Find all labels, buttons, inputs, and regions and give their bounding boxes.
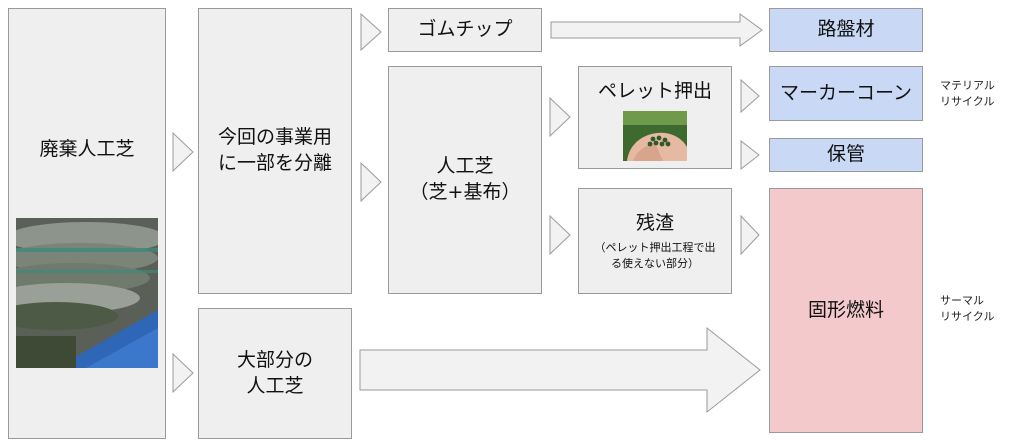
node-rubber-chip-label: ゴムチップ — [417, 18, 513, 41]
node-residue-note: （ペレット押出工程で出 る使えない部分） — [594, 241, 716, 270]
chevron-waste-to-majority — [172, 352, 194, 394]
chevron-pellet-to-storage — [740, 139, 760, 171]
node-partial-separation-label: 今回の事業用 に一部を分離 — [217, 126, 332, 174]
node-storage-label: 保管 — [826, 143, 865, 166]
chevron-pellet-to-cone — [740, 78, 760, 114]
chevron-partial-to-turf — [360, 161, 382, 203]
node-partial-separation: 今回の事業用 に一部を分離 — [198, 8, 352, 294]
node-solid-fuel-label: 固形燃料 — [807, 298, 884, 321]
node-roadbed-material-label: 路盤材 — [817, 18, 875, 41]
node-majority-turf-label: 大部分の 人工芝 — [236, 348, 313, 397]
pellet-photo — [623, 110, 687, 161]
turf-rolls-photo — [16, 218, 158, 368]
note-thermal-recycle: サーマル リサイクル — [940, 294, 995, 323]
chevron-waste-to-partial — [172, 131, 194, 173]
arrow-majority-to-fuel — [359, 326, 761, 414]
arrow-rubber-to-roadbed — [550, 13, 763, 47]
node-marker-cone-label: マーカーコーン — [779, 81, 913, 104]
node-waste-turf-label: 廃棄人工芝 — [39, 138, 135, 160]
chevron-partial-to-rubber — [360, 12, 382, 52]
node-marker-cone: マーカーコーン — [769, 66, 923, 121]
node-solid-fuel: 固形燃料 — [769, 188, 923, 433]
node-majority-turf: 大部分の 人工芝 — [198, 308, 352, 439]
node-residue-label: 残渣 — [635, 211, 674, 234]
chevron-residue-to-fuel — [740, 214, 760, 256]
node-roadbed-material: 路盤材 — [769, 8, 923, 52]
node-rubber-chip: ゴムチップ — [388, 8, 542, 52]
note-material-recycle: マテリアル リサイクル — [940, 79, 995, 108]
node-storage: 保管 — [769, 138, 923, 172]
node-pellet-extrusion: ペレット押出 — [578, 66, 732, 169]
node-turf-base: 人工芝 （芝+基布） — [388, 66, 542, 294]
chevron-turf-to-residue — [549, 214, 571, 256]
node-residue: 残渣 （ペレット押出工程で出 る使えない部分） — [578, 188, 732, 294]
node-pellet-extrusion-label: ペレット押出 — [597, 80, 712, 102]
node-turf-base-label: 人工芝 （芝+基布） — [409, 155, 521, 203]
chevron-turf-to-pellet — [549, 96, 571, 138]
